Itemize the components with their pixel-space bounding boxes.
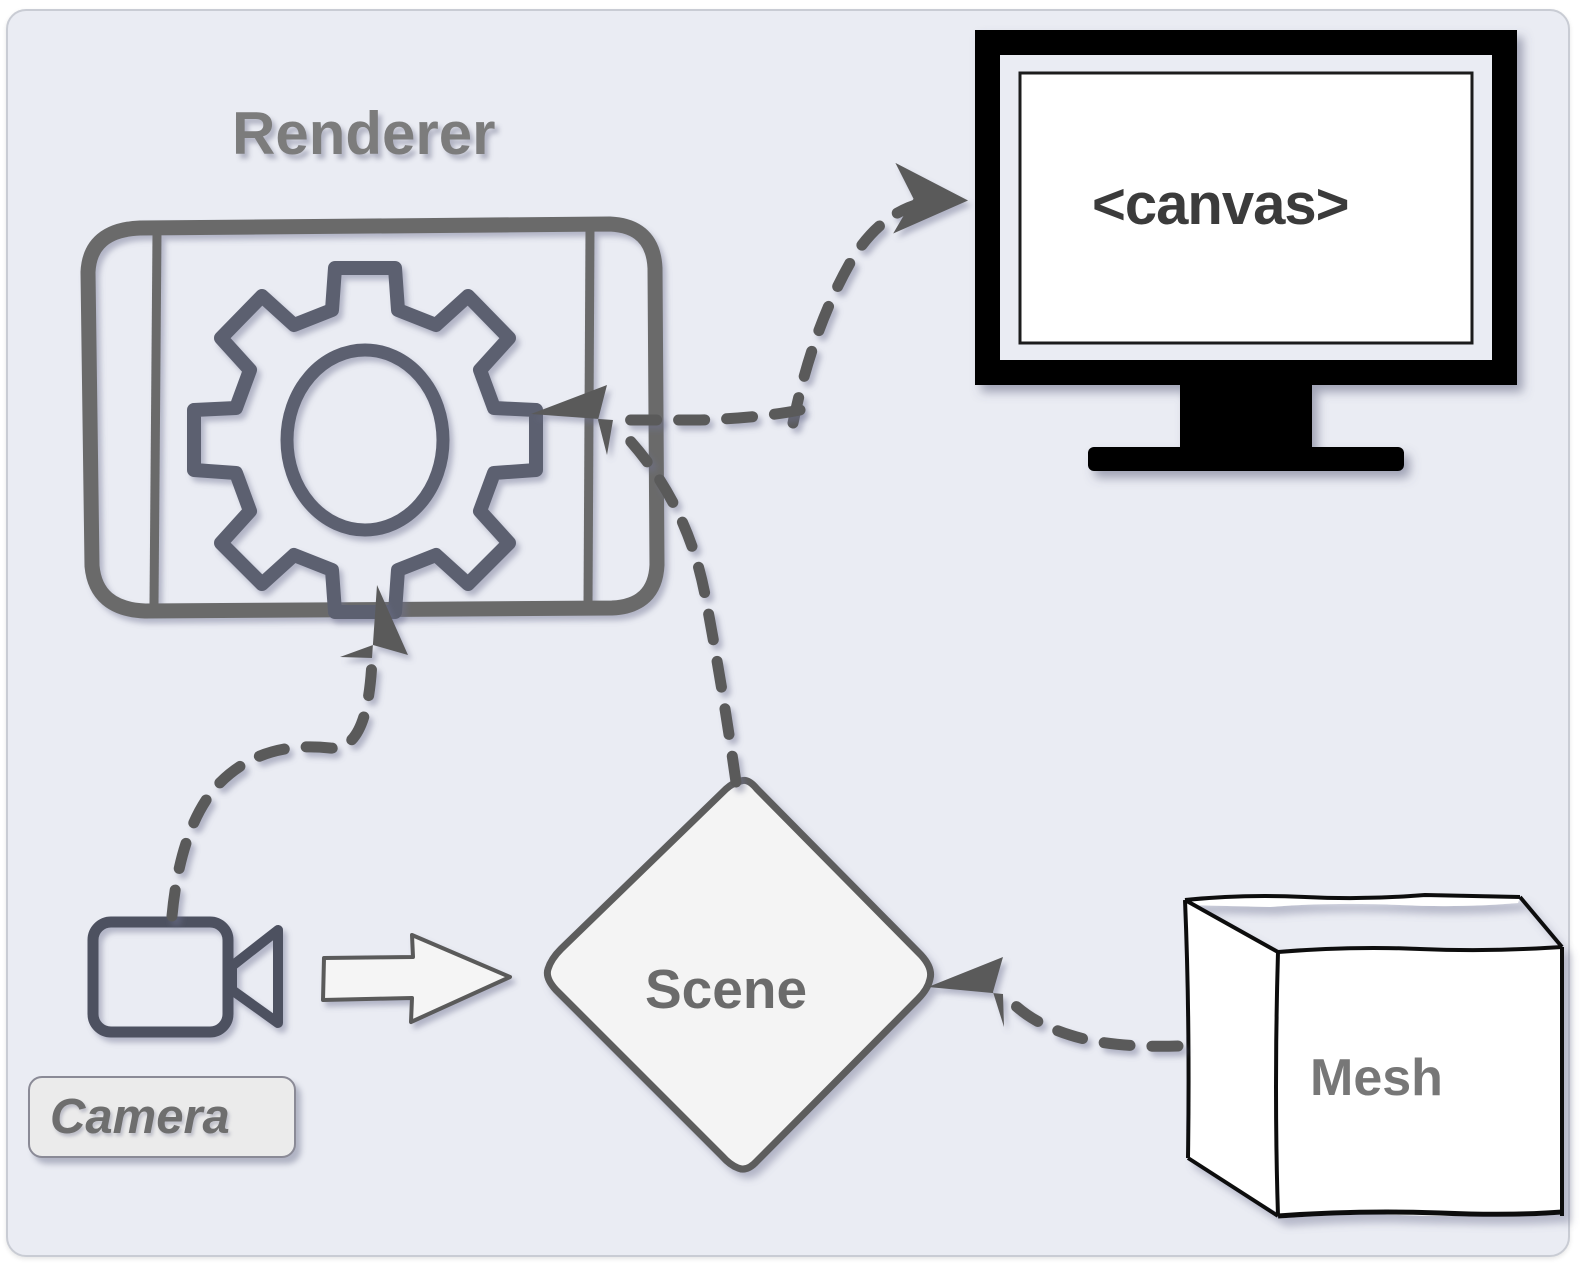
edge-canvas-to-renderer [531,385,806,455]
canvas-monitor[interactable] [975,30,1517,471]
mesh-cube[interactable] [1183,892,1564,1219]
gear-icon [187,261,543,619]
edge-scene-to-renderer [614,424,742,788]
video-camera-icon[interactable] [87,916,283,1038]
camera-to-scene-arrow [321,933,512,1024]
edge-renderer-to-canvas [787,162,969,429]
edge-mesh-to-scene [928,957,1184,1052]
renderer-box[interactable] [80,216,665,619]
edge-camera-to-renderer [166,585,408,922]
scene-diamond[interactable] [543,776,935,1173]
camera-label-box[interactable] [28,1076,296,1158]
